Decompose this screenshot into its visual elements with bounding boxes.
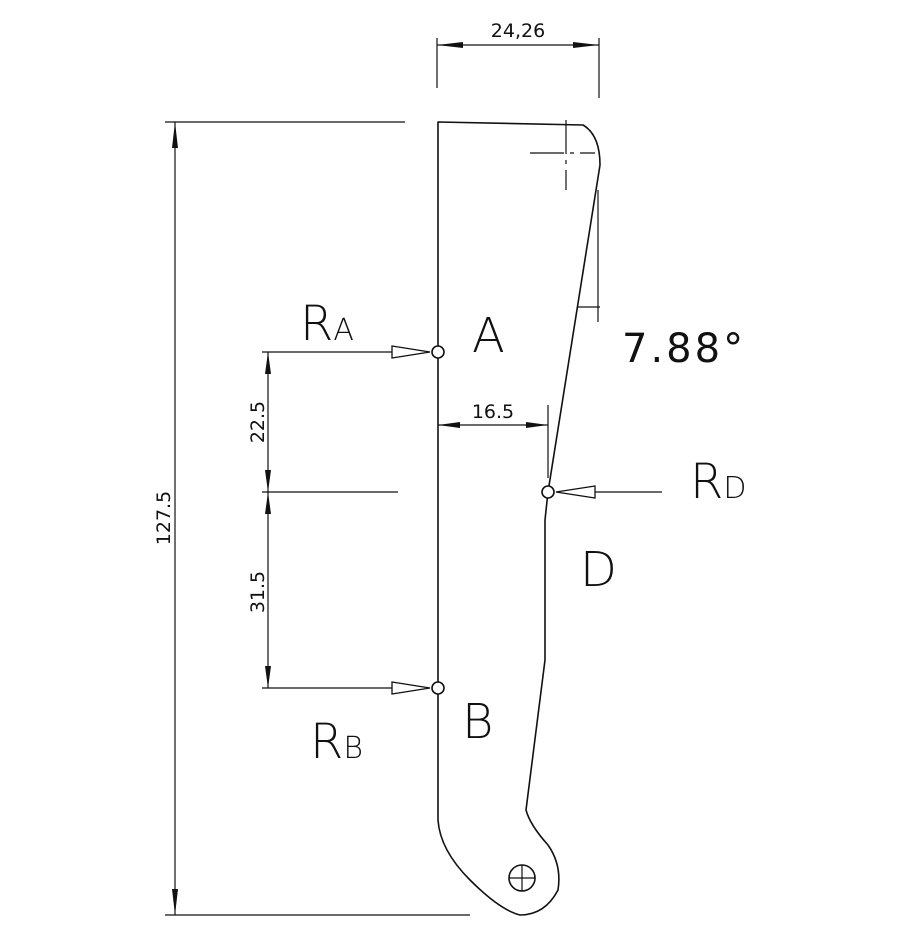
- ra-label: RA: [300, 296, 354, 352]
- d-offset-label: 16.5: [472, 401, 514, 423]
- corner-center-mark: [530, 120, 595, 190]
- overall-height-label: 127.5: [153, 491, 175, 545]
- overall-height-dimension: 127.5: [153, 121, 470, 916]
- lower-span-label: 31.5: [247, 571, 269, 613]
- upper-span-label: 22.5: [247, 401, 269, 443]
- top-width-dimension: 24,26: [436, 20, 600, 98]
- bolt-hole: [508, 864, 536, 892]
- point-b-label: B: [462, 694, 493, 750]
- lower-span-dimension: 31.5: [247, 492, 320, 689]
- rd-label: RD: [690, 454, 746, 510]
- point-d-label: D: [580, 542, 617, 598]
- support-points: [431, 345, 555, 695]
- angle-annotation: 7.88°: [577, 190, 746, 372]
- upper-span-dimension: 22.5: [247, 351, 398, 493]
- d-offset-dimension: 16.5: [438, 401, 549, 478]
- reaction-rb: RB: [310, 681, 431, 770]
- pin-a: [431, 345, 445, 359]
- top-width-label: 24,26: [491, 20, 545, 42]
- pin-b: [431, 681, 445, 695]
- angle-label: 7.88°: [622, 326, 746, 372]
- pin-d: [541, 485, 555, 499]
- reaction-ra: RA: [300, 296, 431, 359]
- rb-label: RB: [310, 714, 363, 770]
- point-a-label: A: [472, 308, 505, 364]
- part-outline: [437, 121, 601, 916]
- reaction-rd: RD: [555, 454, 746, 510]
